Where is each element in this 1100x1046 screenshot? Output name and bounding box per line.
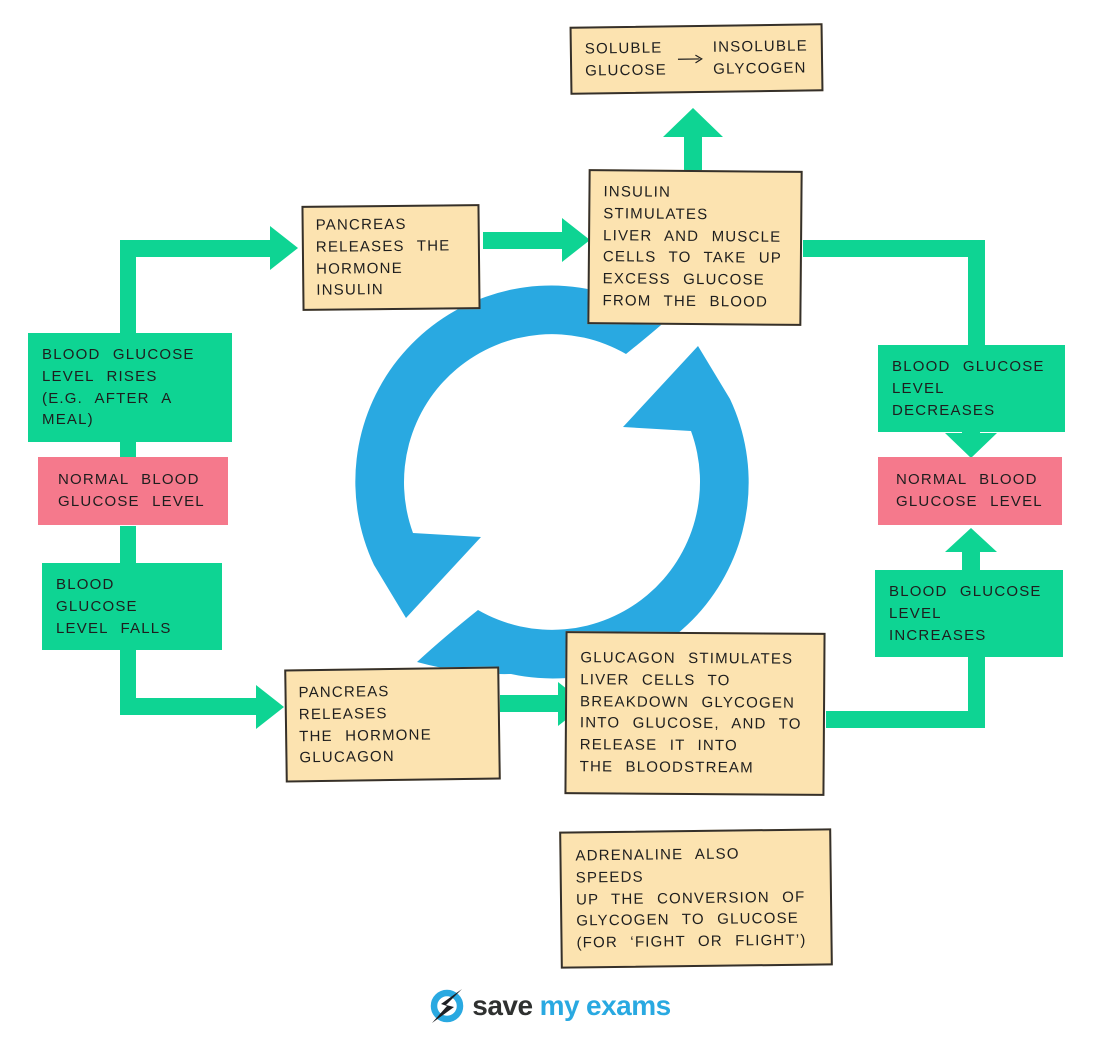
box-pancreas-releases-glucagon: PANCREAS RELEASES THE HORMONE GLUCAGON bbox=[284, 666, 501, 783]
connector-normal-falls bbox=[120, 526, 136, 563]
insoluble-glycogen-label: INSOLUBLE GLYCOGEN bbox=[712, 37, 808, 78]
pancreas-insulin-text: PANCREAS RELEASES THE HORMONE INSULIN bbox=[315, 215, 451, 300]
normal-blood-glucose-left-text: NORMAL BLOOD GLUCOSE LEVEL bbox=[58, 471, 205, 510]
box-soluble-to-glycogen: SOLUBLE GLUCOSE INSOLUBLE GLYCOGEN bbox=[569, 23, 824, 95]
cycle-arrows-icon bbox=[355, 285, 749, 679]
arrow-rises-to-pancreas bbox=[120, 226, 298, 333]
box-blood-glucose-rises: BLOOD GLUCOSE LEVEL RISES (E.G. AFTER A … bbox=[28, 333, 232, 442]
arrow-pancreas-to-insulin-stimulates bbox=[483, 218, 590, 262]
savemyexams-logo: save my exams bbox=[0, 988, 1100, 1024]
logo-word-my: my bbox=[539, 990, 580, 1021]
glucagon-stimulates-text: GLUCAGON STIMULATES LIVER CELLS TO BREAK… bbox=[579, 649, 802, 777]
box-blood-glucose-decreases: BLOOD GLUCOSE LEVEL DECREASES bbox=[878, 345, 1065, 433]
box-adrenaline-note: ADRENALINE ALSO SPEEDS UP THE CONVERSION… bbox=[559, 828, 833, 969]
insulin-stimulates-text: INSULIN STIMULATES LIVER AND MUSCLE CELL… bbox=[602, 183, 783, 311]
box-blood-glucose-increases: BLOOD GLUCOSE LEVEL INCREASES bbox=[875, 570, 1063, 658]
box-normal-blood-glucose-right: NORMAL BLOOD GLUCOSE LEVEL bbox=[878, 457, 1062, 525]
arrow-increases-to-normal bbox=[945, 528, 997, 571]
box-pancreas-releases-insulin: PANCREAS RELEASES THE HORMONE INSULIN bbox=[301, 204, 481, 311]
adrenaline-note-text: ADRENALINE ALSO SPEEDS UP THE CONVERSION… bbox=[575, 845, 807, 952]
logo-word-save: save bbox=[472, 990, 533, 1021]
pancreas-glucagon-text: PANCREAS RELEASES THE HORMONE GLUCAGON bbox=[298, 683, 432, 767]
soluble-glucose-label: SOLUBLE GLUCOSE bbox=[584, 39, 668, 80]
arrow-decreases-to-normal bbox=[945, 415, 997, 458]
box-insulin-stimulates: INSULIN STIMULATES LIVER AND MUSCLE CELL… bbox=[587, 169, 803, 326]
arrow-falls-to-pancreas bbox=[120, 633, 284, 729]
blood-glucose-falls-text: BLOOD GLUCOSE LEVEL FALLS bbox=[56, 576, 172, 637]
blood-glucose-rises-text: BLOOD GLUCOSE LEVEL RISES (E.G. AFTER A … bbox=[42, 346, 195, 429]
right-arrow-icon bbox=[677, 54, 703, 64]
blood-glucose-increases-text: BLOOD GLUCOSE LEVEL INCREASES bbox=[889, 583, 1042, 644]
blood-glucose-decreases-text: BLOOD GLUCOSE LEVEL DECREASES bbox=[892, 358, 1045, 419]
box-normal-blood-glucose-left: NORMAL BLOOD GLUCOSE LEVEL bbox=[38, 457, 228, 525]
arrow-up-to-glycogen bbox=[663, 108, 723, 172]
arrow-insulin-to-decreases bbox=[803, 240, 985, 346]
logo-word-exams: exams bbox=[586, 990, 671, 1021]
box-glucagon-stimulates: GLUCAGON STIMULATES LIVER CELLS TO BREAK… bbox=[564, 631, 826, 796]
box-blood-glucose-falls: BLOOD GLUCOSE LEVEL FALLS bbox=[42, 563, 222, 651]
normal-blood-glucose-right-text: NORMAL BLOOD GLUCOSE LEVEL bbox=[896, 471, 1043, 510]
lightning-bolt-circle-icon bbox=[431, 989, 464, 1023]
